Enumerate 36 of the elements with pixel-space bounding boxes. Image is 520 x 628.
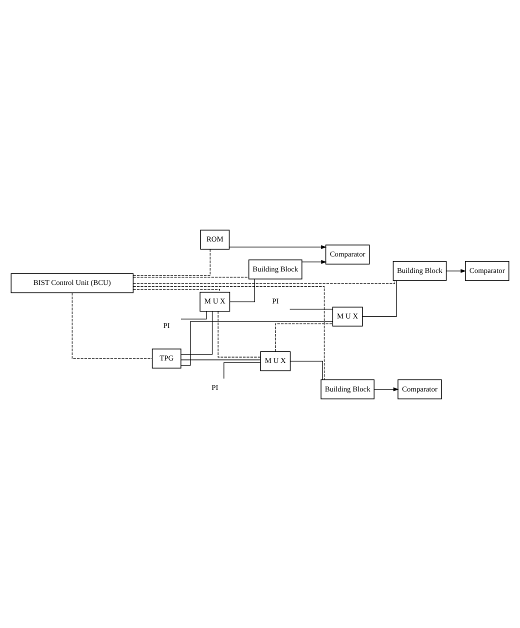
node-text: PI	[272, 296, 279, 306]
connector	[180, 310, 207, 319]
connector	[133, 286, 325, 380]
node-box: Building Block	[248, 258, 302, 279]
connector	[230, 278, 256, 302]
node-box: Building Block	[320, 378, 374, 399]
connector	[275, 322, 333, 352]
connector	[132, 248, 210, 276]
connector	[180, 320, 333, 366]
node-box: M U X	[260, 350, 291, 371]
node-box: Comparator	[398, 378, 442, 399]
connector	[362, 280, 397, 316]
node-box: M U X	[200, 291, 230, 312]
node-box: BIST Control Unit (BCU)	[10, 272, 134, 293]
connector	[224, 362, 261, 378]
arrow	[229, 244, 327, 249]
connector	[132, 280, 396, 284]
connector	[72, 292, 153, 358]
node-box: M U X	[332, 306, 363, 326]
arrow	[302, 260, 327, 264]
arrow	[446, 268, 466, 272]
node-box: Building Block	[392, 260, 447, 280]
connector	[180, 310, 213, 354]
node-box: TPG	[152, 348, 182, 368]
node-box: Comparator	[465, 260, 510, 280]
connector	[290, 360, 323, 380]
node-box: Comparator	[325, 244, 370, 264]
node-box: ROM	[200, 229, 230, 250]
connector	[290, 308, 333, 310]
node-text: PI	[163, 320, 170, 330]
arrow	[374, 386, 399, 391]
node-text: PI	[212, 382, 218, 392]
connector	[218, 310, 261, 357]
connector	[180, 359, 261, 360]
connector	[132, 276, 250, 277]
connector	[132, 288, 220, 292]
